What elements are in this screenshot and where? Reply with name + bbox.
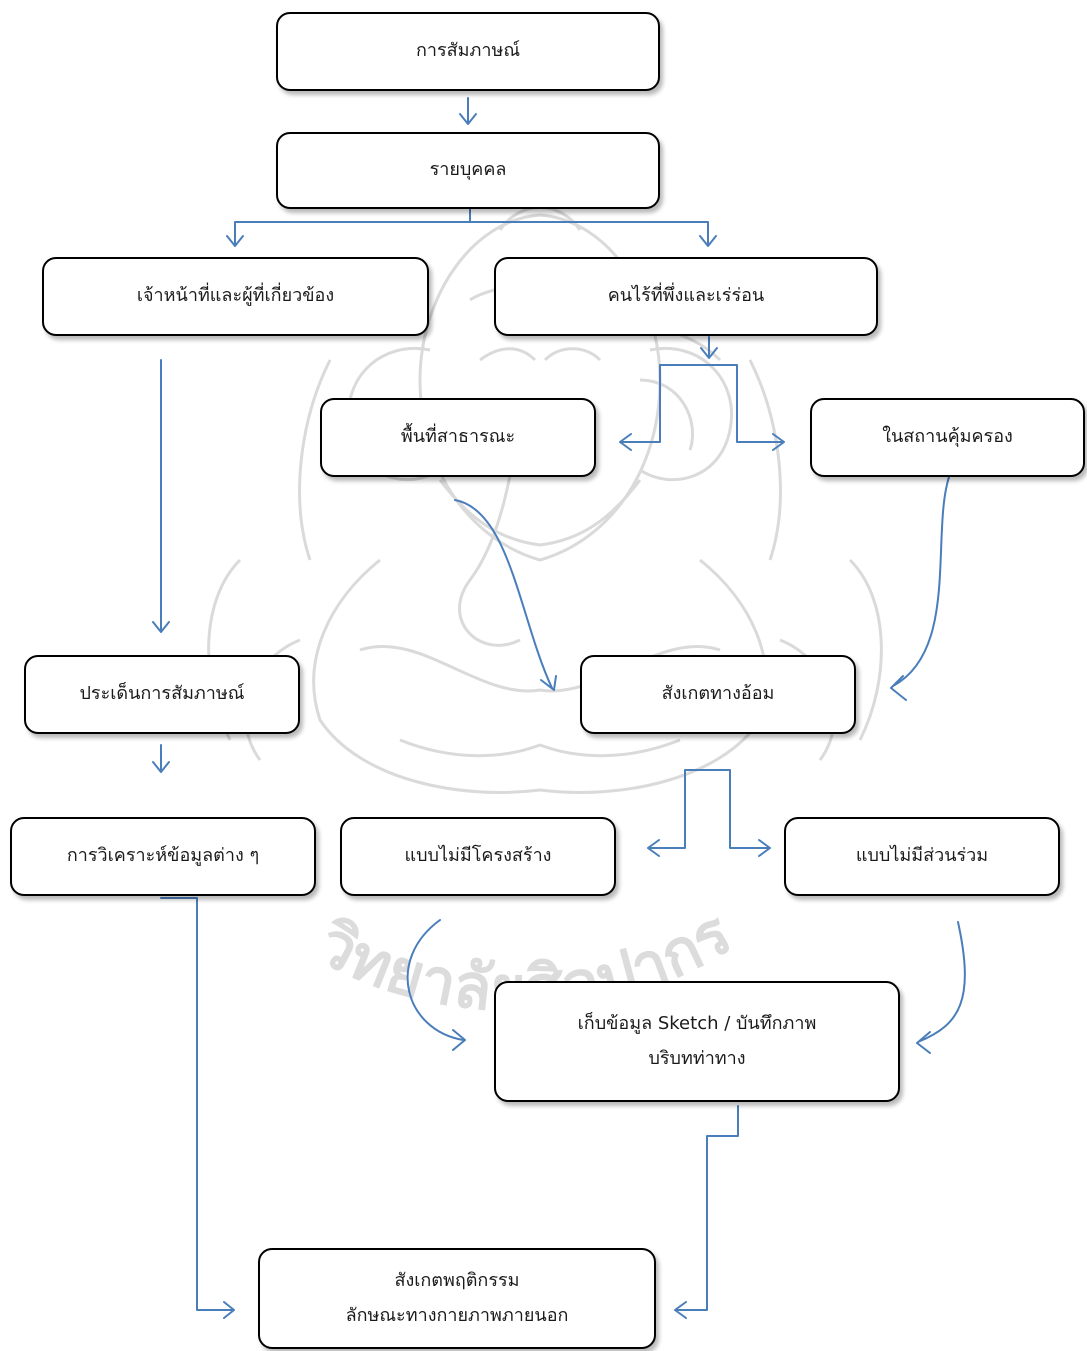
node-shelter: ในสถานคุ้มครอง [810,398,1085,477]
node-data-analysis: การวิเคราะห์ข้อมูลต่าง ๆ [10,817,316,896]
node-non-participant-label: แบบไม่มีส่วนร่วม [855,845,989,867]
node-shelter-label: ในสถานคุ้มครอง [882,426,1013,448]
connector-issues-analysis [152,744,170,773]
node-public-space-label: พื้นที่สาธารณะ [400,426,516,448]
node-indirect-observation: สังเกตทางอ้อม [580,655,856,734]
connector-shelter-indirect [890,473,951,701]
connector-analysis-behavior [160,897,235,1319]
connector-nonparticipant-collection [916,921,966,1054]
connector-indirect-types [647,769,771,857]
node-public-space: พื้นที่สาธารณะ [320,398,596,477]
node-interview-label: การสัมภาษณ์ [415,40,521,62]
connector-collection-behavior [674,1105,739,1319]
node-individual: รายบุคคล [276,132,660,209]
node-behavior-observation-line2: ลักษณะทางกายภาพภายนอก [345,1304,569,1326]
node-data-analysis-label: การวิเคราะห์ข้อมูลต่าง ๆ [66,845,260,867]
node-homeless: คนไร้ที่พึ่งและเร่ร่อน [494,257,878,336]
node-interview: การสัมภาษณ์ [276,12,660,91]
connector-individual-split [226,206,717,247]
node-homeless-label: คนไร้ที่พึ่งและเร่ร่อน [607,285,765,307]
node-staff-label: เจ้าหน้าที่และผู้ที่เกี่ยวข้อง [136,285,335,307]
node-interview-issues-label: ประเด็นการสัมภาษณ์ [79,683,245,705]
connector-interview-individual [459,97,477,125]
node-indirect-observation-label: สังเกตทางอ้อม [661,683,775,705]
node-unstructured: แบบไม่มีโครงสร้าง [340,817,616,896]
node-behavior-observation-line1: สังเกตพฤติกรรม [394,1270,520,1292]
node-individual-label: รายบุคคล [429,159,507,181]
node-unstructured-label: แบบไม่มีโครงสร้าง [404,845,552,867]
connector-staff-issues [152,359,170,633]
node-data-collection-line1: เก็บข้อมูล Sketch / บันทึกภาพ [577,1013,817,1035]
node-non-participant: แบบไม่มีส่วนร่วม [784,817,1060,896]
connector-homeless-spaces [619,336,785,451]
node-data-collection-line2: บริบทท่าทาง [648,1047,746,1069]
node-interview-issues: ประเด็นการสัมภาษณ์ [24,655,300,734]
node-behavior-observation: สังเกตพฤติกรรม ลักษณะทางกายภาพภายนอก [258,1248,656,1349]
node-staff: เจ้าหน้าที่และผู้ที่เกี่ยวข้อง [42,257,429,336]
connector-unstructured-collection [406,919,466,1051]
connector-public-indirect [454,499,557,691]
node-data-collection: เก็บข้อมูล Sketch / บันทึกภาพ บริบทท่าทา… [494,981,900,1102]
